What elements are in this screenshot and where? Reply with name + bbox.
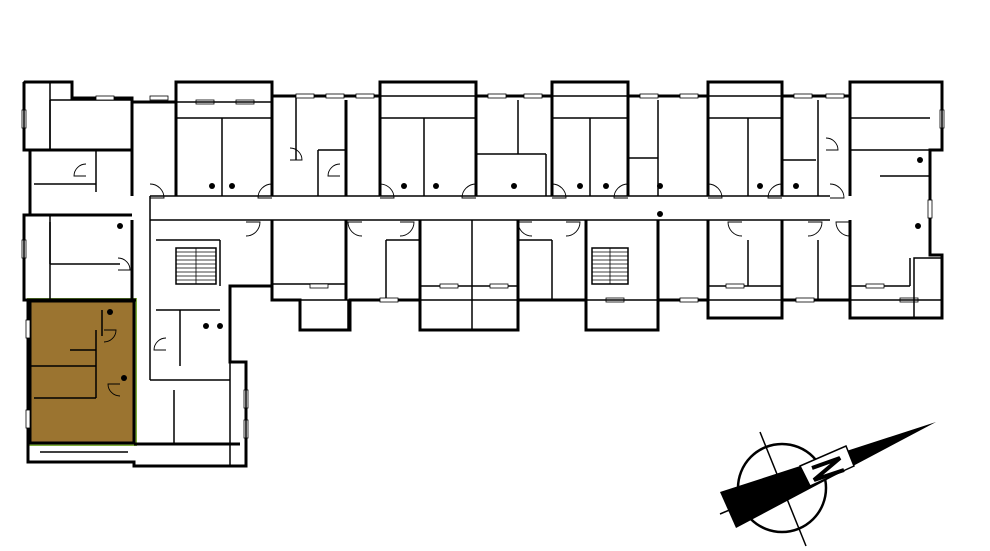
window bbox=[325, 93, 345, 99]
fixture-dot bbox=[401, 183, 407, 189]
door-swing bbox=[767, 183, 783, 199]
door-swing bbox=[613, 183, 629, 199]
door-swing bbox=[727, 221, 743, 237]
balconies bbox=[23, 81, 943, 467]
door-swing bbox=[289, 147, 303, 161]
fixture-dot bbox=[117, 223, 123, 229]
staircase-left bbox=[175, 247, 217, 285]
fixture-dot bbox=[917, 157, 923, 163]
door-swing bbox=[399, 221, 415, 237]
fixture-dot bbox=[107, 309, 113, 315]
door-swing bbox=[707, 183, 723, 199]
fixture-dot bbox=[603, 183, 609, 189]
window bbox=[679, 297, 699, 303]
fixture-dot bbox=[657, 183, 663, 189]
fixture-dot bbox=[229, 183, 235, 189]
door-swing bbox=[379, 183, 395, 199]
window bbox=[865, 283, 885, 289]
door-swing bbox=[461, 183, 477, 199]
door-swing bbox=[103, 329, 117, 343]
window bbox=[725, 283, 745, 289]
door-swing bbox=[807, 221, 823, 237]
window bbox=[679, 93, 699, 99]
fixture-dot bbox=[757, 183, 763, 189]
door-swing bbox=[835, 221, 851, 237]
compass-north-arrow-icon bbox=[719, 422, 936, 547]
exterior-walls bbox=[22, 80, 944, 468]
window bbox=[295, 93, 315, 99]
bottom-row-partitions bbox=[270, 220, 911, 330]
window bbox=[489, 283, 509, 289]
door-swing bbox=[829, 183, 845, 199]
window bbox=[309, 283, 329, 289]
fixture-dot bbox=[121, 375, 127, 381]
north-letter-n bbox=[811, 456, 845, 482]
fixture-dot bbox=[793, 183, 799, 189]
staircase-right bbox=[591, 247, 629, 285]
door-swing bbox=[517, 221, 533, 237]
fixture-dot bbox=[209, 183, 215, 189]
door-swing bbox=[327, 163, 341, 177]
fixture-dot bbox=[511, 183, 517, 189]
fixture-dot bbox=[657, 211, 663, 217]
door-swing bbox=[825, 137, 839, 151]
north-letter-box bbox=[798, 445, 855, 487]
window bbox=[523, 93, 543, 99]
door-swing bbox=[73, 163, 87, 177]
doors bbox=[73, 137, 923, 397]
window bbox=[25, 319, 31, 339]
highlighted-apartment[interactable] bbox=[27, 298, 137, 446]
window bbox=[355, 93, 375, 99]
window bbox=[149, 95, 169, 101]
door-swing bbox=[107, 383, 121, 397]
window bbox=[439, 283, 459, 289]
door-swing bbox=[551, 183, 567, 199]
door-swing bbox=[565, 221, 581, 237]
window bbox=[793, 93, 813, 99]
fixture-dot bbox=[217, 323, 223, 329]
window bbox=[639, 93, 659, 99]
corridor bbox=[149, 195, 830, 221]
fixture-dot bbox=[433, 183, 439, 189]
window bbox=[927, 199, 933, 219]
window bbox=[825, 93, 845, 99]
window bbox=[795, 297, 815, 303]
fixture-dot bbox=[577, 183, 583, 189]
door-swing bbox=[347, 221, 363, 237]
door-swing bbox=[245, 221, 261, 237]
fixture-dot bbox=[203, 323, 209, 329]
windows bbox=[21, 93, 945, 439]
door-swing bbox=[149, 183, 165, 199]
top-row-partitions bbox=[130, 96, 930, 196]
door-swing bbox=[257, 183, 273, 199]
window bbox=[95, 95, 115, 101]
door-swing bbox=[153, 337, 167, 351]
fixture-dot bbox=[915, 223, 921, 229]
window bbox=[487, 93, 507, 99]
highlighted-apartment-fill bbox=[30, 301, 134, 443]
highlighted-apartment-walls bbox=[28, 299, 136, 453]
door-swing bbox=[117, 257, 131, 271]
window bbox=[25, 409, 31, 429]
window bbox=[379, 297, 399, 303]
